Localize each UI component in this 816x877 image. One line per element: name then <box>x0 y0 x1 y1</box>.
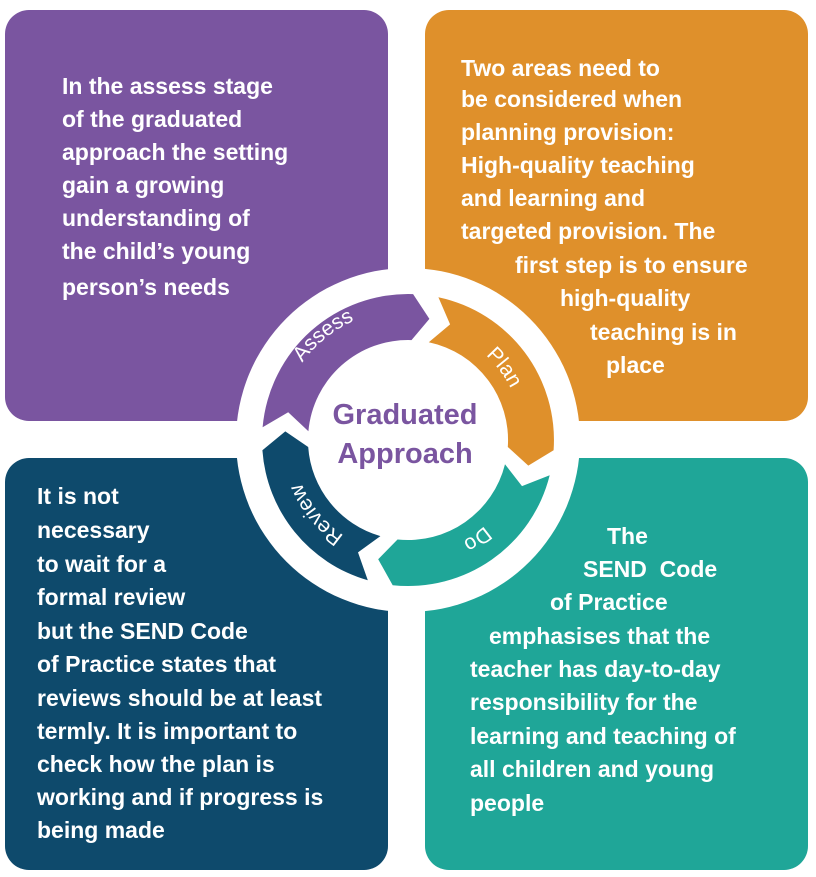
review-box-text-line: to wait for a <box>37 551 167 577</box>
plan-box-text-line: targeted provision. The <box>461 218 716 244</box>
assess-stage-arrow <box>262 294 430 432</box>
do-box-text-line: The <box>607 523 648 549</box>
review-box-text-line: It is not <box>37 483 119 509</box>
do-box-text-line: learning and teaching of <box>470 723 736 749</box>
assess-box-text-line: of the graduated <box>62 106 243 132</box>
plan-box-text-line: be considered when <box>461 86 683 112</box>
review-box-text-line: but the SEND Code <box>37 618 248 644</box>
do-box-text-line: SEND Code <box>583 556 718 582</box>
review-box-text-line: being made <box>37 817 165 843</box>
center-title-line1: Graduated <box>332 399 477 431</box>
assess-box-text-line: In the assess stage <box>62 73 273 99</box>
do-box-text-line: responsibility for the <box>470 689 698 715</box>
do-box-text-line: people <box>470 790 545 816</box>
do-stage-arrow <box>378 464 550 587</box>
plan-stage-arrow <box>428 297 554 466</box>
assess-box-text-line: person’s needs <box>62 274 230 300</box>
review-box-text-line: necessary <box>37 517 150 543</box>
review-box-text-line: reviews should be at least <box>37 685 323 711</box>
review-stage-arrow <box>262 431 381 581</box>
plan-box-text-line: first step is to ensure <box>515 252 748 278</box>
do-box-text-line: teacher has day-to-day <box>470 656 721 682</box>
review-box-text-line: check how the plan is <box>37 751 275 777</box>
plan-box-text-line: place <box>606 352 665 378</box>
assess-box-text-line: the child’s young <box>62 238 251 264</box>
plan-box-text-line: Two areas need to <box>461 55 660 81</box>
do-box-text-line: all children and young <box>470 756 715 782</box>
center-title-line2: Approach <box>337 438 472 470</box>
review-box-text-line: working and if progress is <box>37 784 324 810</box>
do-box-text-line: emphasises that the <box>489 623 711 649</box>
do-box-text-line: of Practice <box>550 589 668 615</box>
plan-box-text-line: High-quality teaching <box>461 152 695 178</box>
plan-box-text-line: planning provision: <box>461 119 675 145</box>
assess-box-text-line: approach the setting <box>62 139 289 165</box>
assess-box-text-line: gain a growing <box>62 172 225 198</box>
review-box-text-line: of Practice states that <box>37 651 277 677</box>
plan-box-text-line: high-quality <box>560 285 691 311</box>
plan-box-text-line: and learning and <box>461 185 646 211</box>
assess-box-text-line: understanding of <box>62 205 250 231</box>
plan-box-text-line: teaching is in <box>590 319 737 345</box>
review-box-text-line: formal review <box>37 584 186 610</box>
review-box-text-line: termly. It is important to <box>37 718 298 744</box>
